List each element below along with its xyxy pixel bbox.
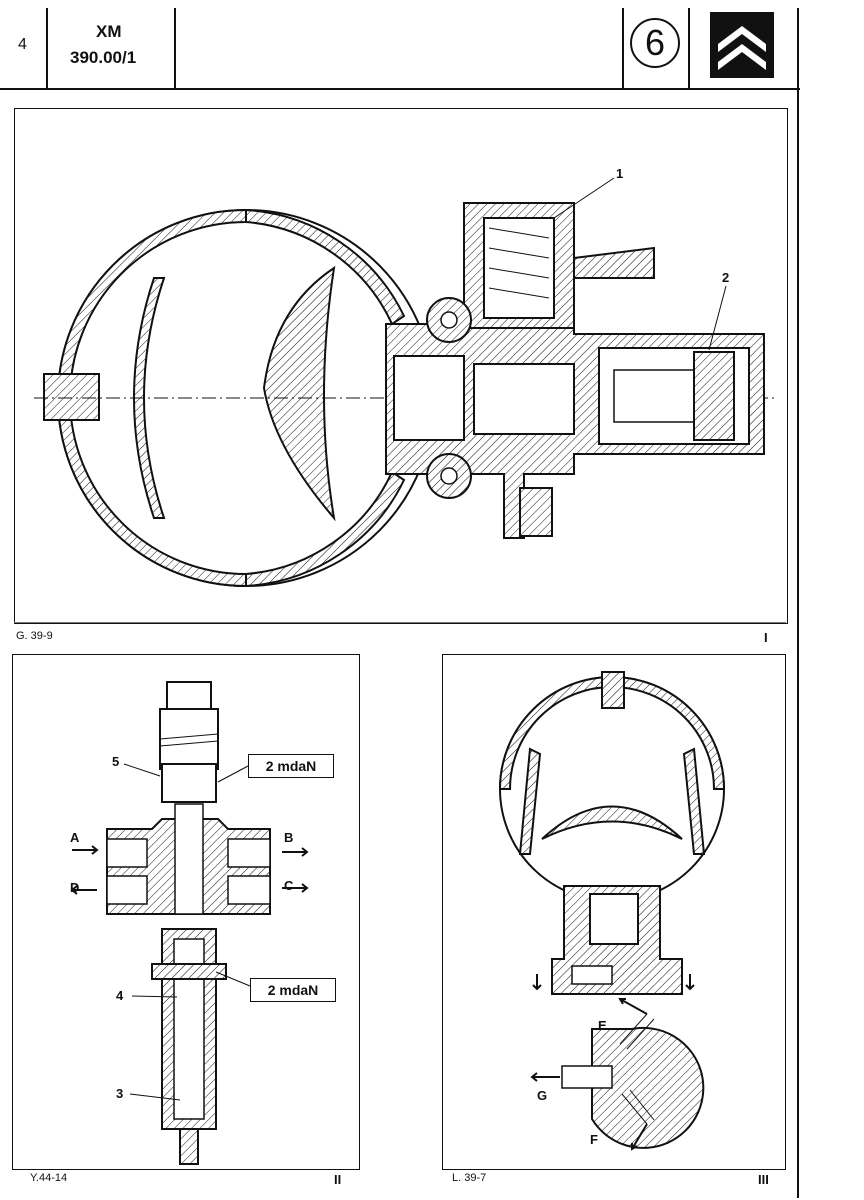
figure-3-ref: L. 39-7 xyxy=(452,1172,487,1184)
figure-2-roman: II xyxy=(334,1172,342,1187)
figure-3-label-g: G xyxy=(537,1088,548,1103)
figure-2-label-d: D xyxy=(70,880,80,895)
figure-2-label-4: 4 xyxy=(116,988,124,1003)
figure-3-diagram xyxy=(498,671,726,1151)
figure-1-label-1: 1 xyxy=(616,166,624,181)
figure-1-frame xyxy=(14,108,788,624)
header-divider-4 xyxy=(688,8,690,88)
header-divider-2 xyxy=(174,8,176,88)
circle-number: 6 xyxy=(644,22,666,63)
figure-3-frame xyxy=(442,654,786,1170)
figure-2-label-c: C xyxy=(284,878,294,893)
page-number: 4 xyxy=(18,36,27,53)
figure-3-label-f: F xyxy=(590,1132,598,1147)
figure-1-bottom-rule xyxy=(14,622,786,623)
torque-bottom-callout: 2 mdaN xyxy=(250,978,336,1002)
figure-3-label-e: E xyxy=(598,1018,607,1033)
figure-1-label-2: 2 xyxy=(722,270,730,285)
circle-number-badge: 6 xyxy=(630,18,680,68)
figure-2-ref: Y.44-14 xyxy=(30,1172,68,1184)
citroen-logo-icon xyxy=(710,12,774,78)
figure-3-roman: III xyxy=(758,1172,769,1187)
figure-1-diagram xyxy=(34,177,774,588)
model-name: XM xyxy=(96,22,122,41)
figure-2-frame xyxy=(12,654,360,1170)
header-bottom-rule xyxy=(0,88,800,90)
figure-1-roman: I xyxy=(764,630,768,645)
figure-2-label-a: A xyxy=(70,830,80,845)
reference-number: 390.00/1 xyxy=(70,48,137,67)
header-divider-1 xyxy=(46,8,48,88)
figure-2-label-5: 5 xyxy=(112,754,120,769)
figure-2-label-b: B xyxy=(284,830,294,845)
torque-top-callout: 2 mdaN xyxy=(248,754,334,778)
figure-1-ref: G. 39-9 xyxy=(16,630,53,642)
header-divider-3 xyxy=(622,8,624,88)
right-margin-rule xyxy=(797,8,799,1198)
figure-2-label-3: 3 xyxy=(116,1086,124,1101)
figure-2-diagram xyxy=(70,681,309,1165)
